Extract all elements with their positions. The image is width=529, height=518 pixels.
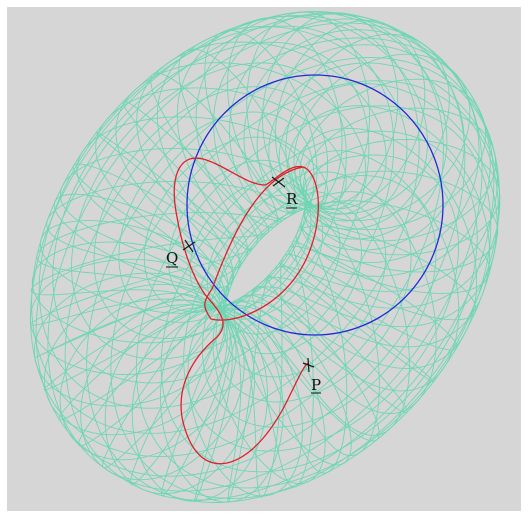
mesh-line <box>93 86 329 339</box>
mesh-line <box>58 306 437 421</box>
mesh-line <box>223 201 387 378</box>
mesh-line <box>120 62 478 209</box>
mesh-line <box>94 44 468 214</box>
mesh-line <box>304 139 501 256</box>
mesh-line <box>161 162 498 490</box>
mesh-line <box>52 41 370 384</box>
torus-scene: P Q R <box>29 11 501 503</box>
mesh-line <box>38 25 395 409</box>
point-p-label: P <box>311 376 321 394</box>
point-q-text: Q <box>166 249 178 267</box>
mesh-line <box>78 282 460 447</box>
mesh-line <box>63 26 297 420</box>
mesh-line <box>80 41 259 447</box>
mesh-line <box>80 299 245 481</box>
mesh-line <box>131 306 268 502</box>
mesh-line <box>47 11 369 353</box>
torus-wireframe <box>29 11 501 503</box>
mesh-line <box>201 175 437 428</box>
mesh-line <box>178 48 296 220</box>
mesh-line <box>292 46 480 452</box>
mesh-line <box>258 42 457 283</box>
mesh-line <box>35 13 466 477</box>
mesh-line <box>50 12 400 314</box>
mesh-line <box>64 37 495 501</box>
mesh-line <box>52 15 334 388</box>
mesh-line <box>304 23 428 361</box>
mesh-line <box>160 130 478 473</box>
meridian-circle <box>186 74 444 336</box>
torus-viewport[interactable]: P Q R <box>7 7 521 511</box>
marker-q <box>182 239 196 253</box>
mesh-line <box>299 31 465 426</box>
mesh-line <box>102 62 226 469</box>
mesh-line <box>73 29 451 233</box>
mesh-line <box>233 94 498 485</box>
mesh-line <box>30 298 346 474</box>
mesh-line <box>130 200 491 482</box>
mesh-line <box>271 67 491 472</box>
point-r-text: R <box>286 190 298 208</box>
mesh-line <box>46 191 242 503</box>
mesh-line <box>110 80 499 499</box>
marker-p <box>302 357 315 373</box>
mesh-line <box>95 87 226 485</box>
mesh-line <box>43 306 410 436</box>
point-r-label: R <box>286 190 298 209</box>
mesh-line <box>184 87 481 208</box>
marker-r <box>271 176 286 188</box>
mesh-line <box>150 83 483 207</box>
mesh-line <box>189 179 312 311</box>
point-p-text: P <box>311 376 321 394</box>
knot-curve <box>173 157 319 465</box>
point-q-label: Q <box>166 249 178 268</box>
point-labels: P Q R <box>166 190 321 394</box>
mesh-line <box>58 18 428 274</box>
mesh-line <box>293 53 471 222</box>
mesh-line <box>76 118 228 497</box>
mesh-line <box>59 153 233 503</box>
mesh-line <box>196 126 501 491</box>
mesh-line <box>303 23 448 396</box>
mesh-line <box>143 136 307 313</box>
mesh-line <box>187 305 303 497</box>
point-markers <box>182 176 315 373</box>
